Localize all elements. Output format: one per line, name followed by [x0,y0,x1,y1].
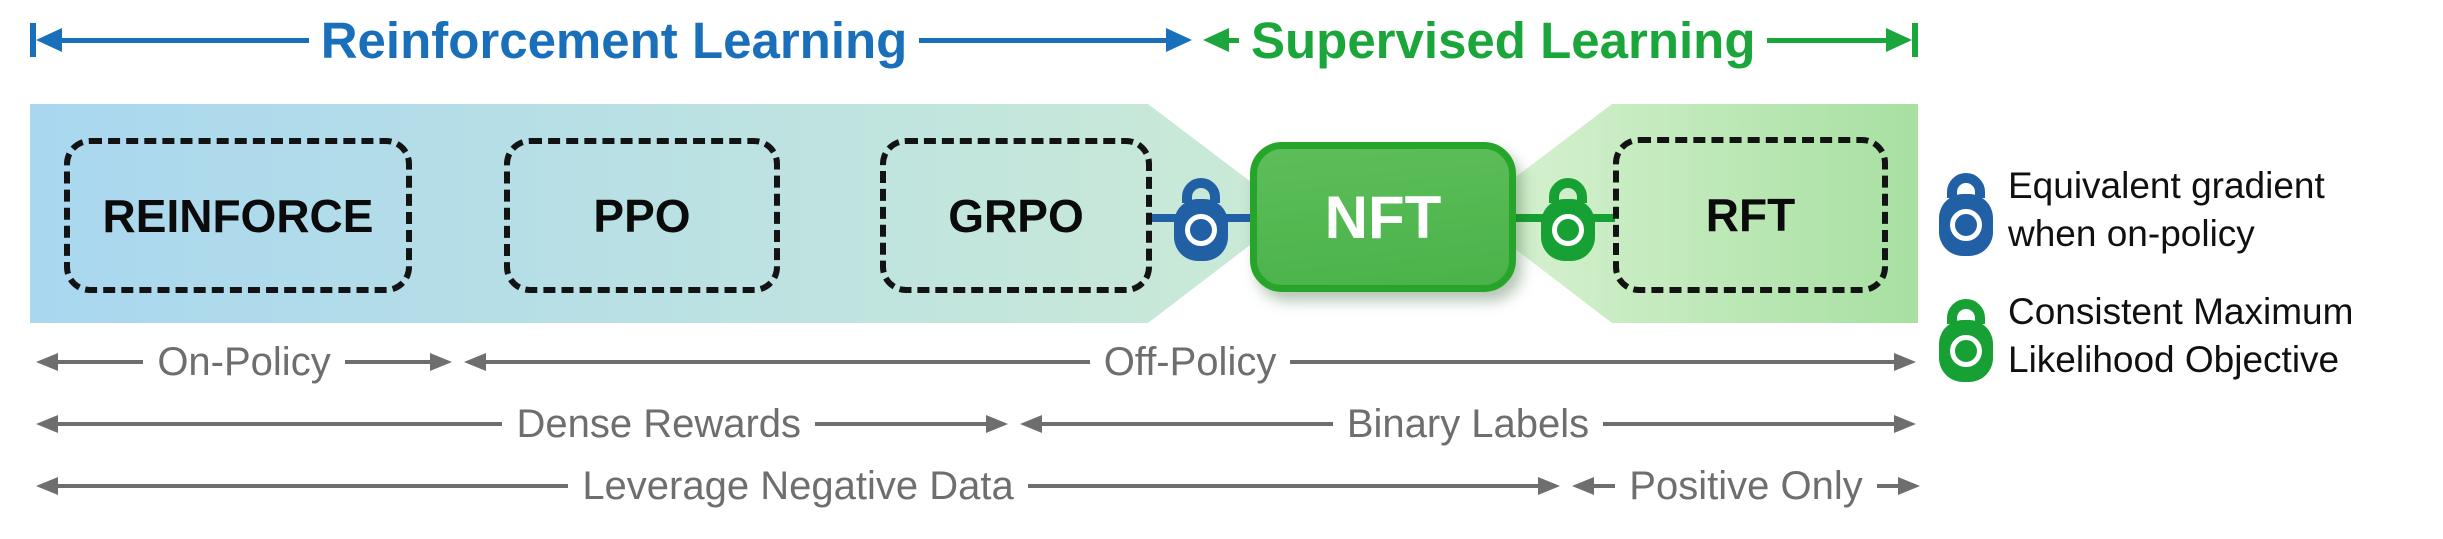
span-line [58,484,569,488]
leverage-negative-data-label: Leverage Negative Data [582,463,1014,508]
span-end-bar [1912,23,1918,57]
arrowhead-right-icon [1166,28,1193,52]
legend-green-line1: Consistent Maximum [2008,291,2354,332]
span-line [62,37,309,43]
on-policy-span: On-Policy [36,339,453,385]
arrowhead-left-icon [36,353,58,371]
arrowhead-left-icon [36,477,58,495]
arrowhead-right-icon [1886,28,1912,52]
reinforcement-learning-span: Reinforcement Learning [30,8,1193,72]
span-line [1603,422,1894,426]
binary-labels-span: Binary Labels [1020,401,1916,447]
rft-box: RFT [1613,137,1888,293]
span-line [1229,37,1239,43]
leverage-negative-data-span: Leverage Negative Data [36,463,1561,509]
arrowhead-left-icon [36,415,58,433]
binary-labels-label: Binary Labels [1346,401,1590,446]
off-policy-span: Off-Policy [464,339,1917,385]
dense-rewards-label: Dense Rewards [516,401,802,446]
positive-only-label: Positive Only [1629,463,1863,508]
span-line [919,37,1167,43]
rft-label: RFT [1705,189,1796,241]
off-policy-label: Off-Policy [1103,339,1277,384]
span-line [344,360,431,364]
span-line [1290,360,1895,364]
legend-blue-line2: when on-policy [2008,213,2255,254]
arrowhead-right-icon [1898,477,1921,495]
span-line [1876,484,1899,488]
arrowhead-right-icon [1894,415,1916,433]
dense-rewards-span: Dense Rewards [36,401,1008,447]
span-line [1594,484,1616,488]
supervised-learning-label: Supervised Learning [1251,11,1756,69]
span-line [815,422,986,426]
arrowhead-left-icon [1572,477,1594,495]
span-line [1042,422,1333,426]
span-line [58,360,144,364]
reinforcement-learning-label: Reinforcement Learning [320,11,908,69]
nft-label: NFT [1324,183,1442,251]
span-start-bar [30,23,36,57]
reinforce-box: REINFORCE [64,138,412,293]
arrowhead-left-icon [36,28,62,52]
sl-gradient-band [1468,104,1918,323]
arrowhead-right-icon [1538,477,1561,495]
legend-blue-line1: Equivalent gradient [2008,165,2325,206]
span-line [58,422,503,426]
grpo-label: GRPO [948,189,1084,242]
legend-item-blue: Equivalent gradient when on-policy [2008,162,2325,258]
arrowhead-left-icon [1203,28,1229,52]
arrowhead-right-icon [1894,353,1917,371]
rl-gradient-band [30,104,1292,323]
supervised-learning-span: Supervised Learning [1203,8,1918,72]
span-line [1027,484,1539,488]
arrowhead-right-icon [986,415,1008,433]
ppo-label: PPO [593,189,691,242]
positive-only-span: Positive Only [1572,463,1921,509]
span-line [1767,37,1886,43]
span-line [486,360,1090,364]
lock-icon-blue [1934,162,1998,258]
on-policy-label: On-Policy [157,339,331,384]
arrowhead-left-icon [464,353,486,371]
arrowhead-right-icon [430,353,453,371]
legend-green-line2: Likelihood Objective [2008,339,2340,380]
reinforce-label: REINFORCE [102,189,374,242]
nft-box: NFT [1250,142,1516,292]
ppo-box: PPO [504,138,780,293]
lock-icon-green [1934,288,1998,384]
legend-item-green: Consistent Maximum Likelihood Objective [2008,288,2353,384]
arrowhead-left-icon [1020,415,1042,433]
grpo-box: GRPO [880,138,1152,293]
